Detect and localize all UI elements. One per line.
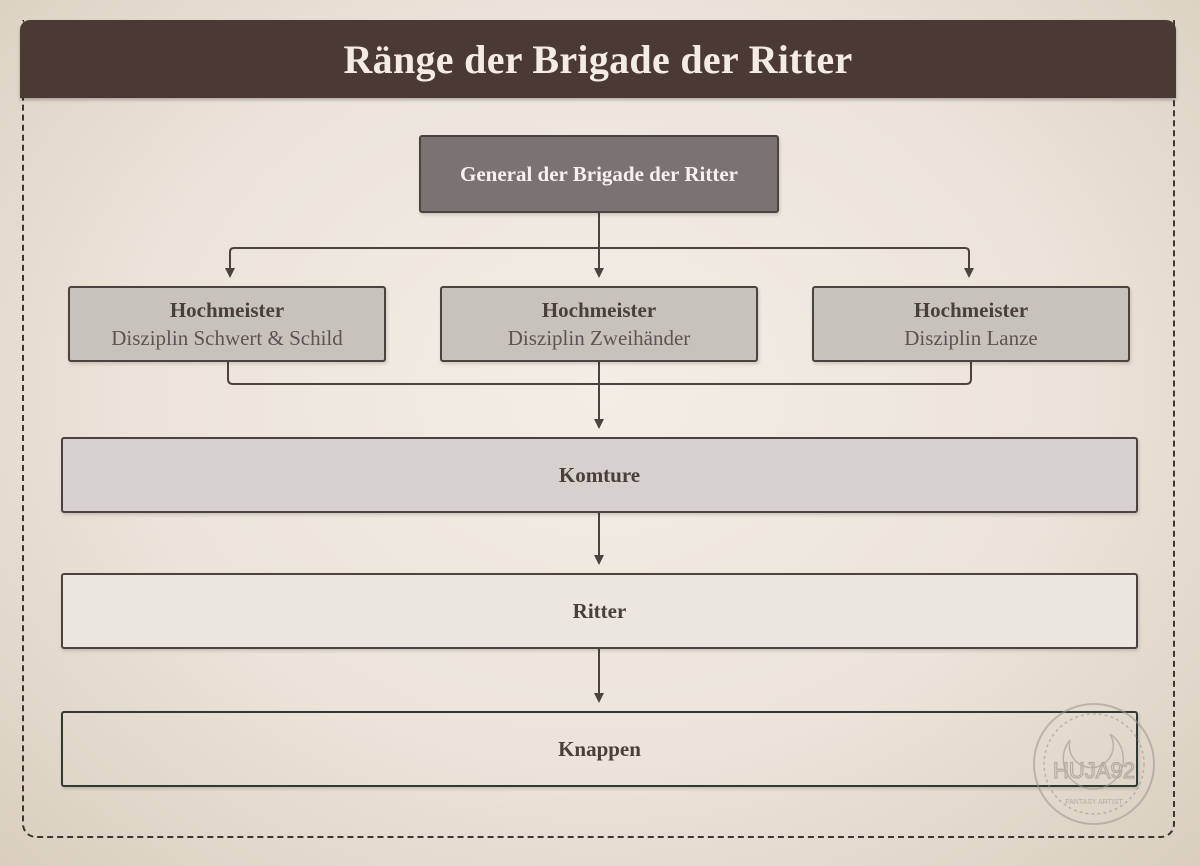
node-hochmeister-title: Hochmeister (541, 298, 657, 322)
node-hochmeister-subtitle: Disziplin Schwert & Schild (111, 326, 343, 350)
node-hochmeister-title: Hochmeister (169, 298, 285, 322)
chart-frame (22, 20, 1175, 838)
node-knappen-label: Knappen (558, 736, 641, 761)
node-hochmeister-subtitle: Disziplin Zweihänder (507, 326, 691, 350)
node-ritter: Ritter (61, 573, 1138, 649)
page-title: Ränge der Brigade der Ritter (343, 36, 853, 82)
watermark-seal: HUJA92 FANTASY ARTIST (1033, 703, 1155, 825)
watermark-text: HUJA92 (1053, 758, 1135, 783)
node-hochmeister-lanze: Hochmeister Disziplin Lanze (812, 286, 1130, 362)
node-knappen: Knappen (61, 711, 1138, 787)
node-general: General der Brigade der Ritter (419, 135, 779, 213)
node-komture: Komture (61, 437, 1138, 513)
node-hochmeister-zweihaender: Hochmeister Disziplin Zweihänder (440, 286, 758, 362)
node-ritter-label: Ritter (572, 598, 627, 623)
node-general-label: General der Brigade der Ritter (460, 161, 738, 186)
watermark-subtext: FANTASY ARTIST (1065, 799, 1123, 806)
title-bar: Ränge der Brigade der Ritter (20, 20, 1176, 98)
node-hochmeister-schwert-schild: Hochmeister Disziplin Schwert & Schild (68, 286, 386, 362)
node-hochmeister-subtitle: Disziplin Lanze (904, 326, 1038, 350)
node-komture-label: Komture (558, 462, 641, 487)
node-hochmeister-title: Hochmeister (913, 298, 1029, 322)
